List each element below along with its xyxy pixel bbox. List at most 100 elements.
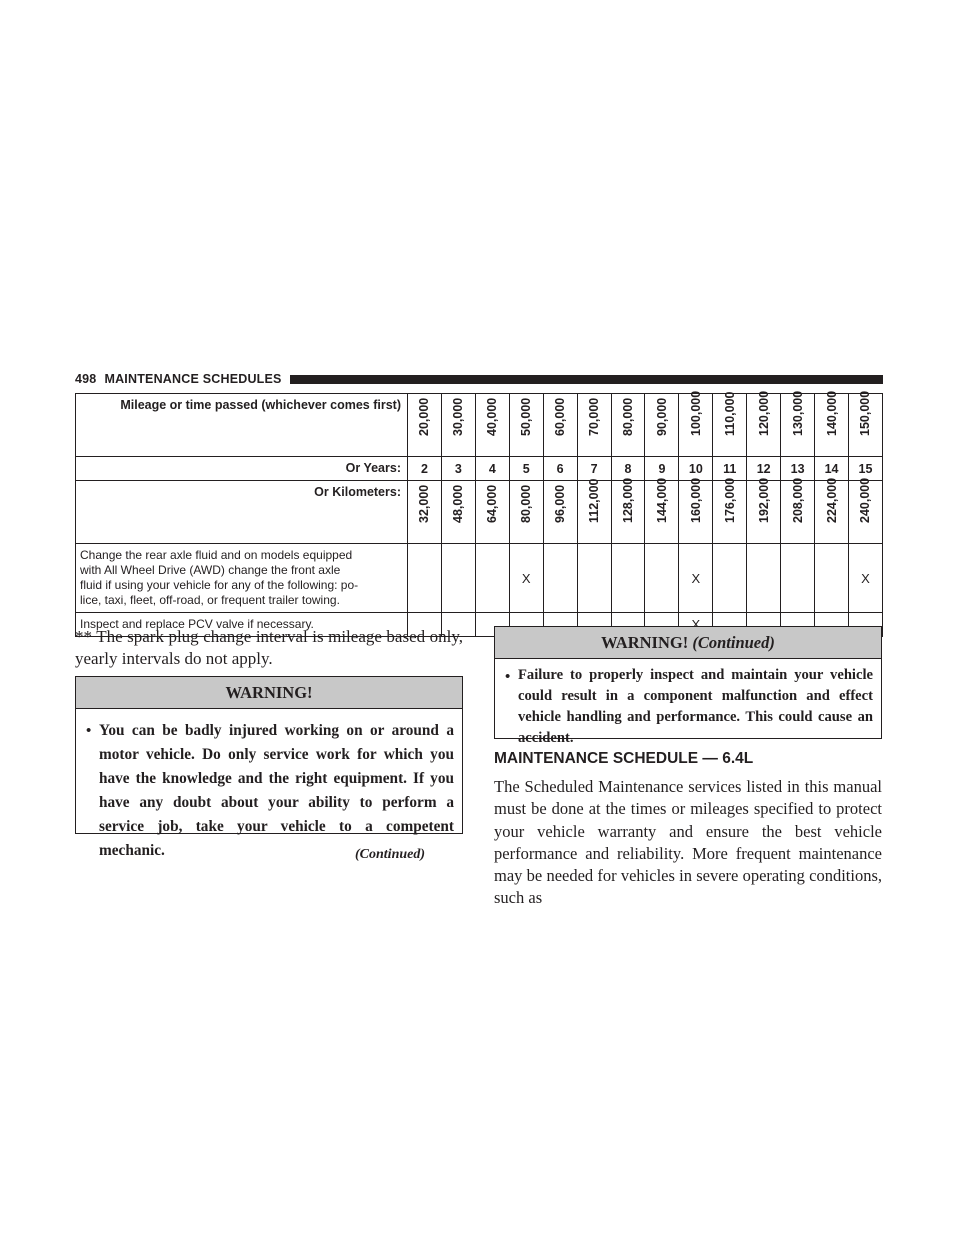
mileage-cell: 150,000 bbox=[847, 390, 884, 457]
service-row: Change the rear axle fluid and on models… bbox=[75, 543, 884, 613]
mileage-cell: 110,000 bbox=[712, 391, 748, 457]
kilometers-label: Or Kilometers: bbox=[75, 480, 408, 544]
kilometers-value: 48,000 bbox=[451, 484, 466, 523]
mileage-value: 30,000 bbox=[451, 397, 466, 436]
kilometers-cell: 64,000 bbox=[474, 480, 510, 544]
warning-title-continued: (Continued) bbox=[692, 633, 775, 652]
mileage-value: 20,000 bbox=[417, 397, 432, 436]
kilometers-cell: 96,000 bbox=[542, 480, 578, 544]
kilometers-cell: 176,000 bbox=[712, 477, 748, 544]
years-label: Or Years: bbox=[75, 456, 408, 481]
years-value: 4 bbox=[474, 456, 510, 481]
mileage-cell: 120,000 bbox=[746, 390, 782, 457]
mileage-cell: 60,000 bbox=[542, 393, 578, 457]
kilometers-cell: 208,000 bbox=[780, 477, 816, 544]
years-value: 13 bbox=[780, 456, 816, 481]
service-description: Change the rear axle fluid and on models… bbox=[75, 543, 408, 613]
mileage-value: 140,000 bbox=[824, 390, 839, 436]
warning-title-text: WARNING! bbox=[601, 633, 689, 652]
service-description: Inspect and replace PCV valve if necessa… bbox=[75, 612, 408, 637]
mileage-value: 130,000 bbox=[790, 390, 805, 436]
service-mark bbox=[440, 543, 476, 613]
kilometers-value: 128,000 bbox=[620, 477, 635, 523]
warning-box-right: WARNING! (Continued) • Failure to proper… bbox=[494, 626, 882, 746]
years-value: 3 bbox=[440, 456, 476, 481]
mileage-cell: 50,000 bbox=[508, 393, 544, 457]
mileage-cell: 140,000 bbox=[814, 390, 849, 457]
service-mark bbox=[440, 612, 476, 637]
bullet: • bbox=[86, 723, 92, 739]
mileage-cell: 80,000 bbox=[610, 393, 646, 457]
kilometers-cell: 240,000 bbox=[847, 478, 884, 544]
years-value: 2 bbox=[407, 456, 442, 481]
service-line: lice, taxi, fleet, off-road, or frequent… bbox=[80, 593, 340, 607]
kilometers-cell: 224,000 bbox=[814, 477, 849, 544]
warning-box-left: WARNING! • You can be badly injured work… bbox=[75, 676, 463, 859]
kilometers-value: 112,000 bbox=[587, 478, 602, 524]
mileage-value: 50,000 bbox=[519, 397, 534, 436]
footnote: ** The spark plug change interval is mil… bbox=[75, 627, 463, 668]
mileage-row: Mileage or time passed (whichever comes … bbox=[75, 390, 884, 457]
mileage-value: 120,000 bbox=[756, 390, 771, 436]
service-line: with All Wheel Drive (AWD) change the fr… bbox=[80, 563, 341, 577]
service-mark: X bbox=[508, 543, 544, 613]
kilometers-cell: 192,000 bbox=[746, 477, 782, 544]
service-mark bbox=[407, 612, 442, 637]
warning-text: You can be badly injured working on or a… bbox=[99, 722, 454, 859]
service-mark: X bbox=[678, 543, 714, 613]
service-mark: X bbox=[847, 543, 884, 613]
years-value: 7 bbox=[576, 456, 612, 481]
mileage-cell: 100,000 bbox=[678, 391, 714, 457]
bullet: • bbox=[505, 669, 511, 685]
kilometers-cell: 160,000 bbox=[678, 477, 714, 544]
service-line: fluid if using your vehicle for any of t… bbox=[80, 578, 359, 592]
mileage-cell: 30,000 bbox=[440, 393, 476, 457]
service-mark bbox=[576, 543, 612, 613]
section-title: MAINTENANCE SCHEDULES bbox=[104, 372, 282, 386]
mileage-cell: 130,000 bbox=[780, 390, 816, 457]
page-header: 498 MAINTENANCE SCHEDULES bbox=[75, 371, 883, 387]
body-paragraph: The Scheduled Maintenance services liste… bbox=[494, 777, 882, 908]
warning-title: WARNING! bbox=[76, 677, 462, 709]
warning-text: Failure to properly inspect and maintain… bbox=[518, 667, 873, 746]
years-value: 5 bbox=[508, 456, 544, 481]
kilometers-row: Or Kilometers: 32,000 48,000 64,000 80,000 96… bbox=[75, 477, 884, 544]
service-mark bbox=[712, 543, 748, 613]
continued-note: (Continued) bbox=[355, 847, 426, 862]
mileage-value: 40,000 bbox=[485, 397, 500, 436]
mileage-cell: 20,000 bbox=[407, 393, 442, 457]
service-mark bbox=[474, 543, 510, 613]
kilometers-cell: 128,000 bbox=[610, 477, 646, 544]
header-rule bbox=[289, 374, 883, 384]
service-line: Inspect and replace PCV valve if necessa… bbox=[80, 617, 314, 631]
kilometers-cell: 48,000 bbox=[440, 480, 476, 544]
mileage-cell: 90,000 bbox=[644, 393, 680, 457]
mileage-value: 60,000 bbox=[553, 397, 568, 436]
kilometers-value: 192,000 bbox=[756, 477, 771, 523]
kilometers-value: 96,000 bbox=[553, 484, 568, 523]
kilometers-value: 224,000 bbox=[824, 477, 839, 523]
years-value: 10 bbox=[678, 456, 714, 481]
mileage-value: 110,000 bbox=[722, 391, 737, 437]
kilometers-value: 160,000 bbox=[688, 477, 703, 523]
mileage-cell: 70,000 bbox=[576, 393, 612, 457]
service-mark bbox=[780, 543, 816, 613]
kilometers-value: 208,000 bbox=[790, 477, 805, 523]
kilometers-value: 80,000 bbox=[519, 484, 534, 523]
kilometers-value: 176,000 bbox=[722, 477, 737, 523]
years-value: 11 bbox=[712, 456, 748, 481]
service-line: Change the rear axle fluid and on models… bbox=[80, 548, 353, 562]
kilometers-value: 32,000 bbox=[417, 484, 432, 523]
mileage-value: 150,000 bbox=[858, 390, 873, 436]
page-number: 498 bbox=[75, 372, 97, 386]
mileage-value: 80,000 bbox=[620, 397, 635, 436]
kilometers-cell: 112,000 bbox=[576, 478, 612, 544]
service-mark bbox=[814, 543, 849, 613]
kilometers-value: 144,000 bbox=[654, 477, 669, 523]
section-heading: MAINTENANCE SCHEDULE — 6.4L bbox=[494, 750, 754, 767]
mileage-label: Mileage or time passed (whichever comes … bbox=[75, 393, 408, 457]
mileage-value: 90,000 bbox=[654, 397, 669, 436]
service-mark bbox=[644, 543, 680, 613]
service-mark bbox=[542, 543, 578, 613]
